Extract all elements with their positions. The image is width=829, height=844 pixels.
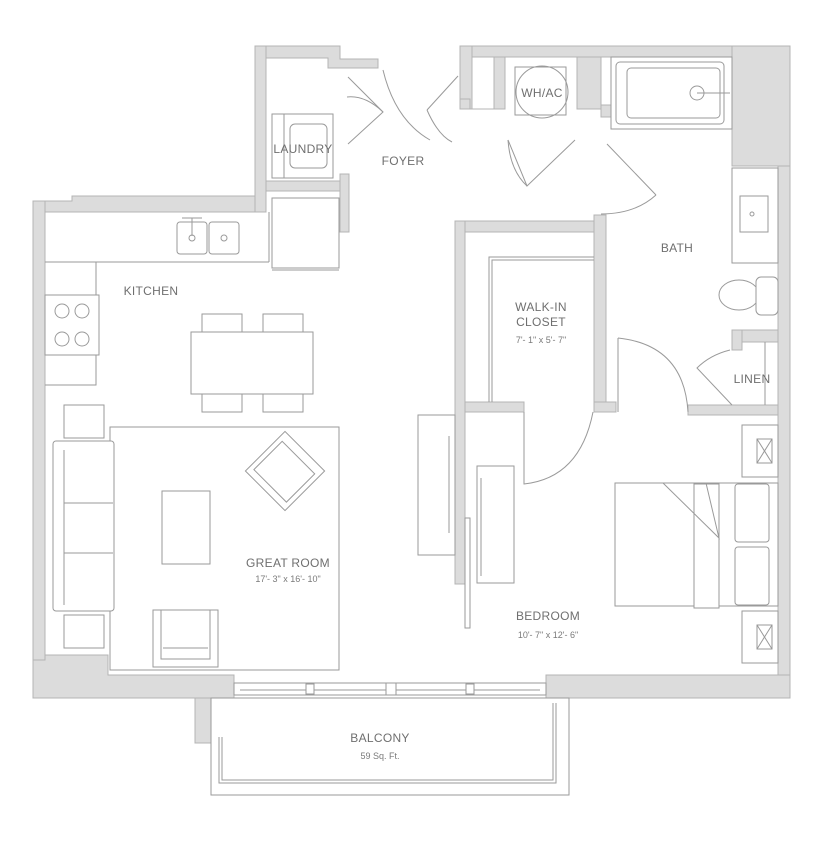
room-dimensions-great-room: 17'- 3" x 16'- 10" xyxy=(255,574,321,584)
room-label-bedroom: BEDROOM xyxy=(515,609,581,623)
room-label-linen: LINEN xyxy=(733,372,771,386)
room-label-walkin-line1: WALK-IN xyxy=(515,300,567,314)
room-label-kitchen: KITCHEN xyxy=(123,284,179,298)
walkin-fixtures xyxy=(488,256,594,402)
walls xyxy=(32,45,791,744)
bedroom-furniture xyxy=(417,411,779,664)
laundry-fixtures xyxy=(271,69,431,179)
room-label-laundry: LAUNDRY xyxy=(273,142,333,156)
great-room-furniture xyxy=(52,404,340,671)
kitchen-fixtures xyxy=(44,197,340,413)
balcony xyxy=(210,682,570,796)
room-label-balcony: BALCONY xyxy=(350,731,410,745)
room-label-great-room: GREAT ROOM xyxy=(246,556,330,570)
room-label-whac: WH/AC xyxy=(521,86,563,100)
room-area-balcony: 59 Sq. Ft. xyxy=(360,751,400,761)
room-label-walkin-line2: CLOSET xyxy=(516,315,566,329)
room-label-foyer: FOYER xyxy=(381,154,425,168)
room-dimensions-bedroom: 10'- 7" x 12'- 6" xyxy=(517,630,579,640)
room-label-bath: BATH xyxy=(660,241,694,255)
room-dimensions-walkin: 7'- 1" x 5'- 7" xyxy=(515,335,567,345)
foyer-fixtures xyxy=(426,65,657,215)
bath-fixtures xyxy=(610,56,779,413)
